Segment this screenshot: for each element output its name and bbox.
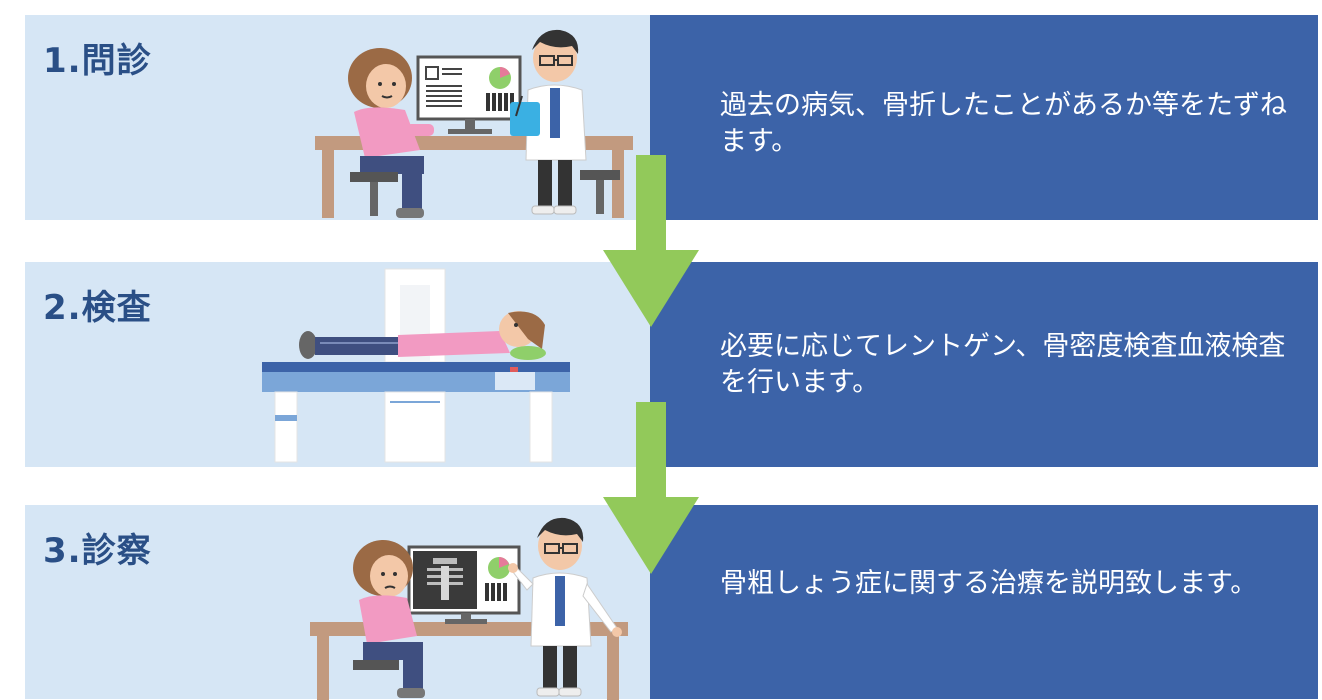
step-1-image-panel: 1.問診 xyxy=(25,15,650,220)
step-1-description: 過去の病気、骨折したことがあるか等をたずねます。 xyxy=(720,90,1287,157)
step-2-image-panel: 2.検査 xyxy=(25,262,650,467)
arrow-down-icon-2 xyxy=(603,402,699,574)
consultation-illustration xyxy=(315,29,633,218)
step-2: 2.検査 必要に応じてレントゲン、骨密 xyxy=(25,262,1318,467)
step-1: 1.問診 xyxy=(25,15,1318,220)
step-3-title: 3.診察 xyxy=(43,531,152,571)
step-2-title: 2.検査 xyxy=(43,288,152,328)
step-3-description: 骨粗しょう症に関する治療を説明致します。 xyxy=(720,568,1258,599)
step-1-description-panel: 過去の病気、骨折したことがあるか等をたずねます。 xyxy=(650,15,1318,220)
diagnosis-explanation-illustration xyxy=(310,517,628,700)
step-1-title: 1.問診 xyxy=(43,41,152,81)
step-2-description-panel: 必要に応じてレントゲン、骨密度検査血液検査を行います。 xyxy=(650,262,1318,467)
step-3-image-panel: 3.診察 xyxy=(25,505,650,700)
step-3: 3.診察 xyxy=(25,505,1318,700)
arrow-down-icon-1 xyxy=(603,155,699,327)
step-2-description: 必要に応じてレントゲン、骨密度検査血液検査を行います。 xyxy=(720,331,1286,398)
bone-density-scan-illustration xyxy=(262,268,570,463)
step-3-description-panel: 骨粗しょう症に関する治療を説明致します。 xyxy=(650,505,1318,699)
